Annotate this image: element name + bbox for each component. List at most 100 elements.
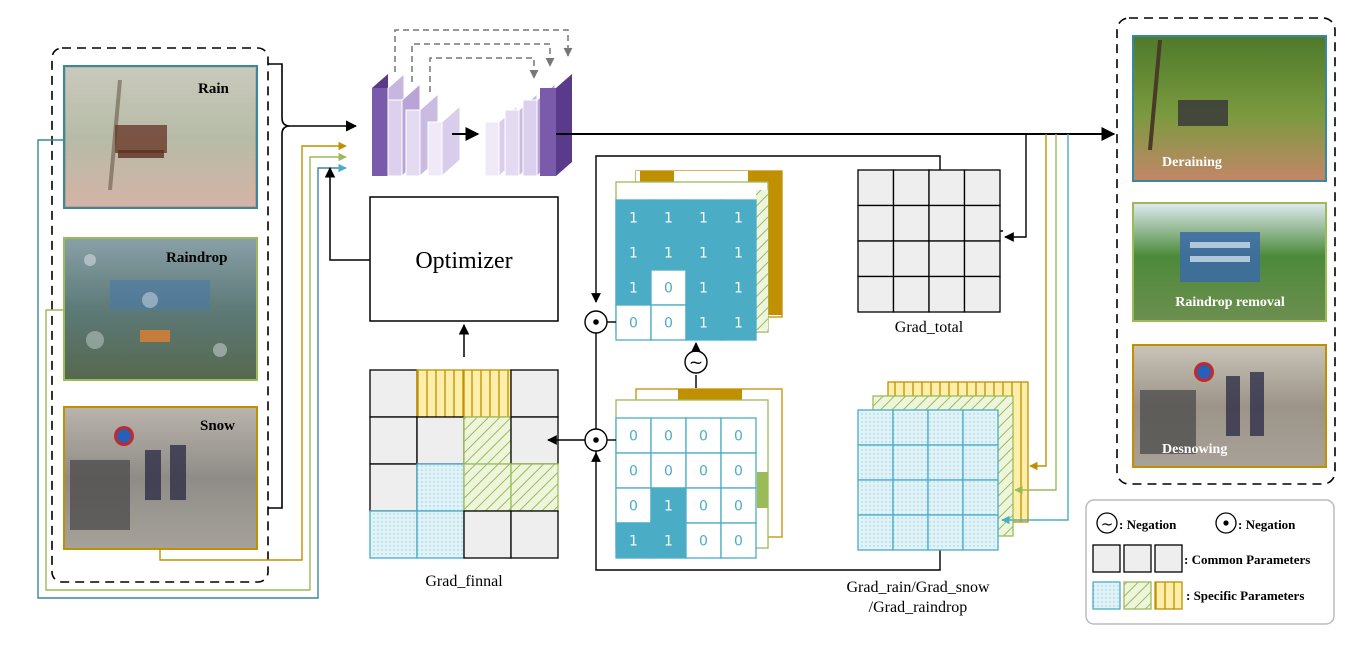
grad-specific-cell [892, 409, 929, 446]
grad-specific-cell [962, 409, 999, 446]
skip-connection-3 [429, 57, 539, 92]
skip-connection-1 [394, 29, 573, 72]
rain-grad-line [1001, 134, 1069, 525]
grad-final-cell [416, 416, 465, 465]
grad-specific-cell [962, 479, 999, 516]
rain-input-image [63, 65, 258, 209]
grad-specific-cell [927, 409, 964, 446]
input-group-border [51, 47, 269, 583]
grad-specific-grid [857, 409, 999, 551]
mask-cell-value: 0 [699, 429, 708, 445]
legend-specific-label: : Specific Parameters [1186, 588, 1304, 603]
grad-specific-cell [892, 444, 929, 481]
mask-cell-value: 1 [664, 499, 673, 515]
legend-dot-label: : Negation [1238, 517, 1296, 532]
desnowing-output-image [1132, 344, 1327, 468]
legend-common-label: : Common Parameters [1184, 552, 1310, 567]
mask-cell [650, 199, 687, 236]
grad-final-cell [369, 369, 418, 418]
grad-specific-cell [927, 479, 964, 516]
mask-cell-value: 0 [734, 429, 743, 445]
mask-cell [685, 304, 722, 341]
mask-cell-value: 1 [629, 246, 638, 262]
mask-cell-value: 0 [664, 464, 673, 480]
legend-tilde-label: : Negation [1119, 517, 1177, 532]
snow-grad-line [1029, 134, 1047, 471]
snow-label: Snow [200, 418, 235, 434]
mask-cell-value: 1 [629, 281, 638, 297]
mask-cell-value: 0 [629, 316, 638, 332]
grad-final-cell [463, 369, 512, 418]
grad-final-grid [369, 369, 559, 559]
grad-final-cell [416, 510, 465, 559]
grad-final-cell [510, 369, 559, 418]
legend-common-swatches [1092, 544, 1183, 573]
grad-final-cell [463, 510, 512, 559]
legend-specific-swatches [1092, 581, 1183, 610]
grad-total-cell [892, 204, 930, 242]
grad-final-cell [510, 463, 559, 512]
deraining-output-image [1132, 35, 1327, 182]
mask-cell [720, 304, 757, 341]
grad-total-cell [928, 275, 966, 313]
mask-cell-value: 0 [699, 499, 708, 515]
mask-cell [685, 452, 722, 489]
desnowing-label: Desnowing [1162, 442, 1227, 457]
grad-final-cell [416, 463, 465, 512]
mask-cell [615, 487, 652, 524]
grad-specific-cell [927, 514, 964, 551]
mask-cell-value: 1 [629, 211, 638, 227]
mask-cell-value: 1 [629, 534, 638, 550]
mask-cell-value: 1 [664, 211, 673, 227]
mask-cell-value: 0 [734, 464, 743, 480]
output-group-border [1116, 17, 1336, 485]
grad-total-cell [928, 169, 966, 207]
grad-specific-cell [857, 479, 894, 516]
grad-total-cell [928, 240, 966, 278]
specific-to-dot-line [595, 451, 941, 571]
mask-cell-value: 0 [664, 429, 673, 445]
grad-total-cell [892, 169, 930, 207]
grad-specific-label-line1: Grad_rain/Grad_snow [846, 579, 990, 596]
optimizer-box [369, 196, 559, 322]
deraining-label: Deraining [1162, 155, 1222, 170]
mask-cell-value: 1 [699, 246, 708, 262]
grad-total-cell [928, 204, 966, 242]
mask-cell-value: 0 [734, 499, 743, 515]
mask-cell-value: 0 [629, 429, 638, 445]
grad-specific-cell [892, 479, 929, 516]
mask-cell [685, 522, 722, 559]
grad-total-label: Grad_total [895, 319, 964, 336]
mask-cell-value: 1 [699, 316, 708, 332]
grad-specific-cell [857, 444, 894, 481]
grad-specific-cell [857, 514, 894, 551]
grad-final-cell [369, 416, 418, 465]
grad-specific-cell [962, 514, 999, 551]
grad-specific-label-line2: /Grad_raindrop [869, 599, 968, 616]
grad-final-cell [369, 463, 418, 512]
mask-cell [720, 522, 757, 559]
grad-total-cell [963, 240, 1001, 278]
negation-tilde-symbol: ~ [689, 353, 703, 373]
mask-cell-value: 1 [734, 281, 743, 297]
mask-cell [720, 199, 757, 236]
mask-cell [615, 417, 652, 454]
raindrop-removal-label: Raindrop removal [1175, 295, 1285, 310]
raindrop-grad-line [1014, 134, 1057, 495]
mask-cell-value: 0 [629, 499, 638, 515]
mask-cell [685, 487, 722, 524]
rain-label: Rain [198, 81, 230, 97]
grad-total-cell [892, 240, 930, 278]
grad-final-cell [463, 416, 512, 465]
legend-tilde-symbol: ~ [1101, 515, 1114, 533]
mask-cell-value: 1 [734, 316, 743, 332]
mask-cell-value: 1 [734, 211, 743, 227]
mask-cell-value: 0 [699, 464, 708, 480]
grad-specific-cell [962, 444, 999, 481]
grad-specific-cell [927, 444, 964, 481]
output-to-total-arrow [1004, 134, 1027, 242]
raindrop-route-line [45, 152, 347, 591]
mask-cell-value: 0 [699, 534, 708, 550]
